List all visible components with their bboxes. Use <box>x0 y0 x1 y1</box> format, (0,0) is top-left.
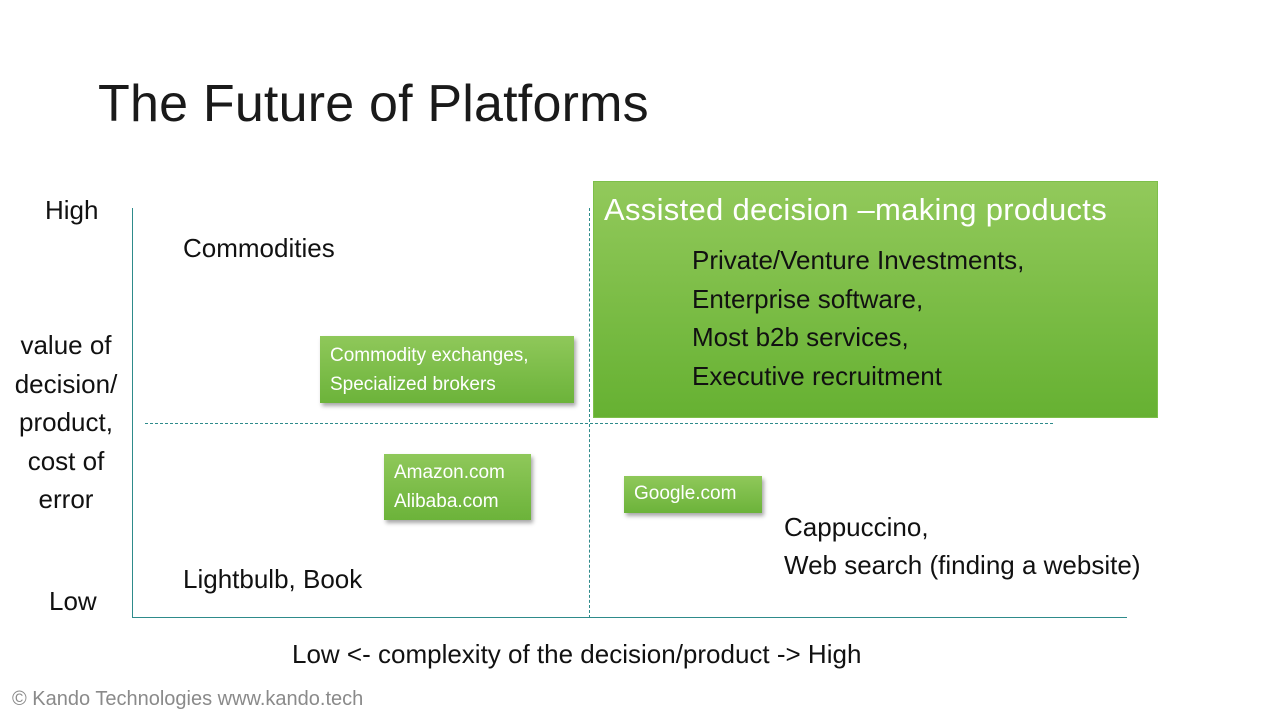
box-line: Specialized brokers <box>330 374 496 395</box>
quadrant-label-line: Web search (finding a website) <box>784 550 1141 580</box>
box-line: Amazon.com <box>394 462 505 483</box>
google-box: Google.com <box>624 476 762 513</box>
vertical-divider <box>589 208 590 618</box>
x-axis-line <box>132 617 1127 618</box>
horizontal-divider <box>145 423 1053 424</box>
y-axis-line <box>132 208 133 618</box>
y-axis-title-line: cost of <box>27 445 105 476</box>
y-axis-low-label: Low <box>49 586 97 616</box>
x-axis-title: Low <- complexity of the decision/produc… <box>292 639 862 669</box>
list-item: Executive recruitment <box>692 360 942 391</box>
quadrant-label-line: Cappuccino, <box>784 512 929 542</box>
commodity-exchanges-box: Commodity exchanges, Specialized brokers <box>320 336 574 403</box>
y-axis-title: value of decision/ product, cost of erro… <box>0 326 132 519</box>
y-axis-title-line: product, <box>19 407 113 437</box>
box-line: Alibaba.com <box>394 491 499 512</box>
assisted-decision-list: Private/Venture Investments, Enterprise … <box>692 241 1024 395</box>
marketplaces-box: Amazon.com Alibaba.com <box>384 454 531 520</box>
list-item: Enterprise software, <box>692 283 924 314</box>
footer-copyright: © Kando Technologies www.kando.tech <box>12 688 364 710</box>
quadrant-label-cappuccino: Cappuccino, Web search (finding a websit… <box>784 508 1140 584</box>
y-axis-title-line: error <box>38 484 94 514</box>
assisted-decision-box: Assisted decision –making products Priva… <box>593 181 1158 418</box>
y-axis-high-label: High <box>45 195 99 225</box>
y-axis-title-line: value of <box>20 330 112 360</box>
quadrant-label-commodities: Commodities <box>183 233 335 263</box>
y-axis-title-line: decision/ <box>14 368 118 399</box>
assisted-decision-heading: Assisted decision –making products <box>604 192 1108 227</box>
box-line: Commodity exchanges, <box>330 345 529 366</box>
list-item: Private/Venture Investments, <box>692 245 1025 275</box>
quadrant-label-lightbulb-book: Lightbulb, Book <box>183 564 363 594</box>
list-item: Most b2b services, <box>692 322 909 352</box>
slide-title: The Future of Platforms <box>98 75 649 133</box>
box-line: Google.com <box>634 483 737 504</box>
